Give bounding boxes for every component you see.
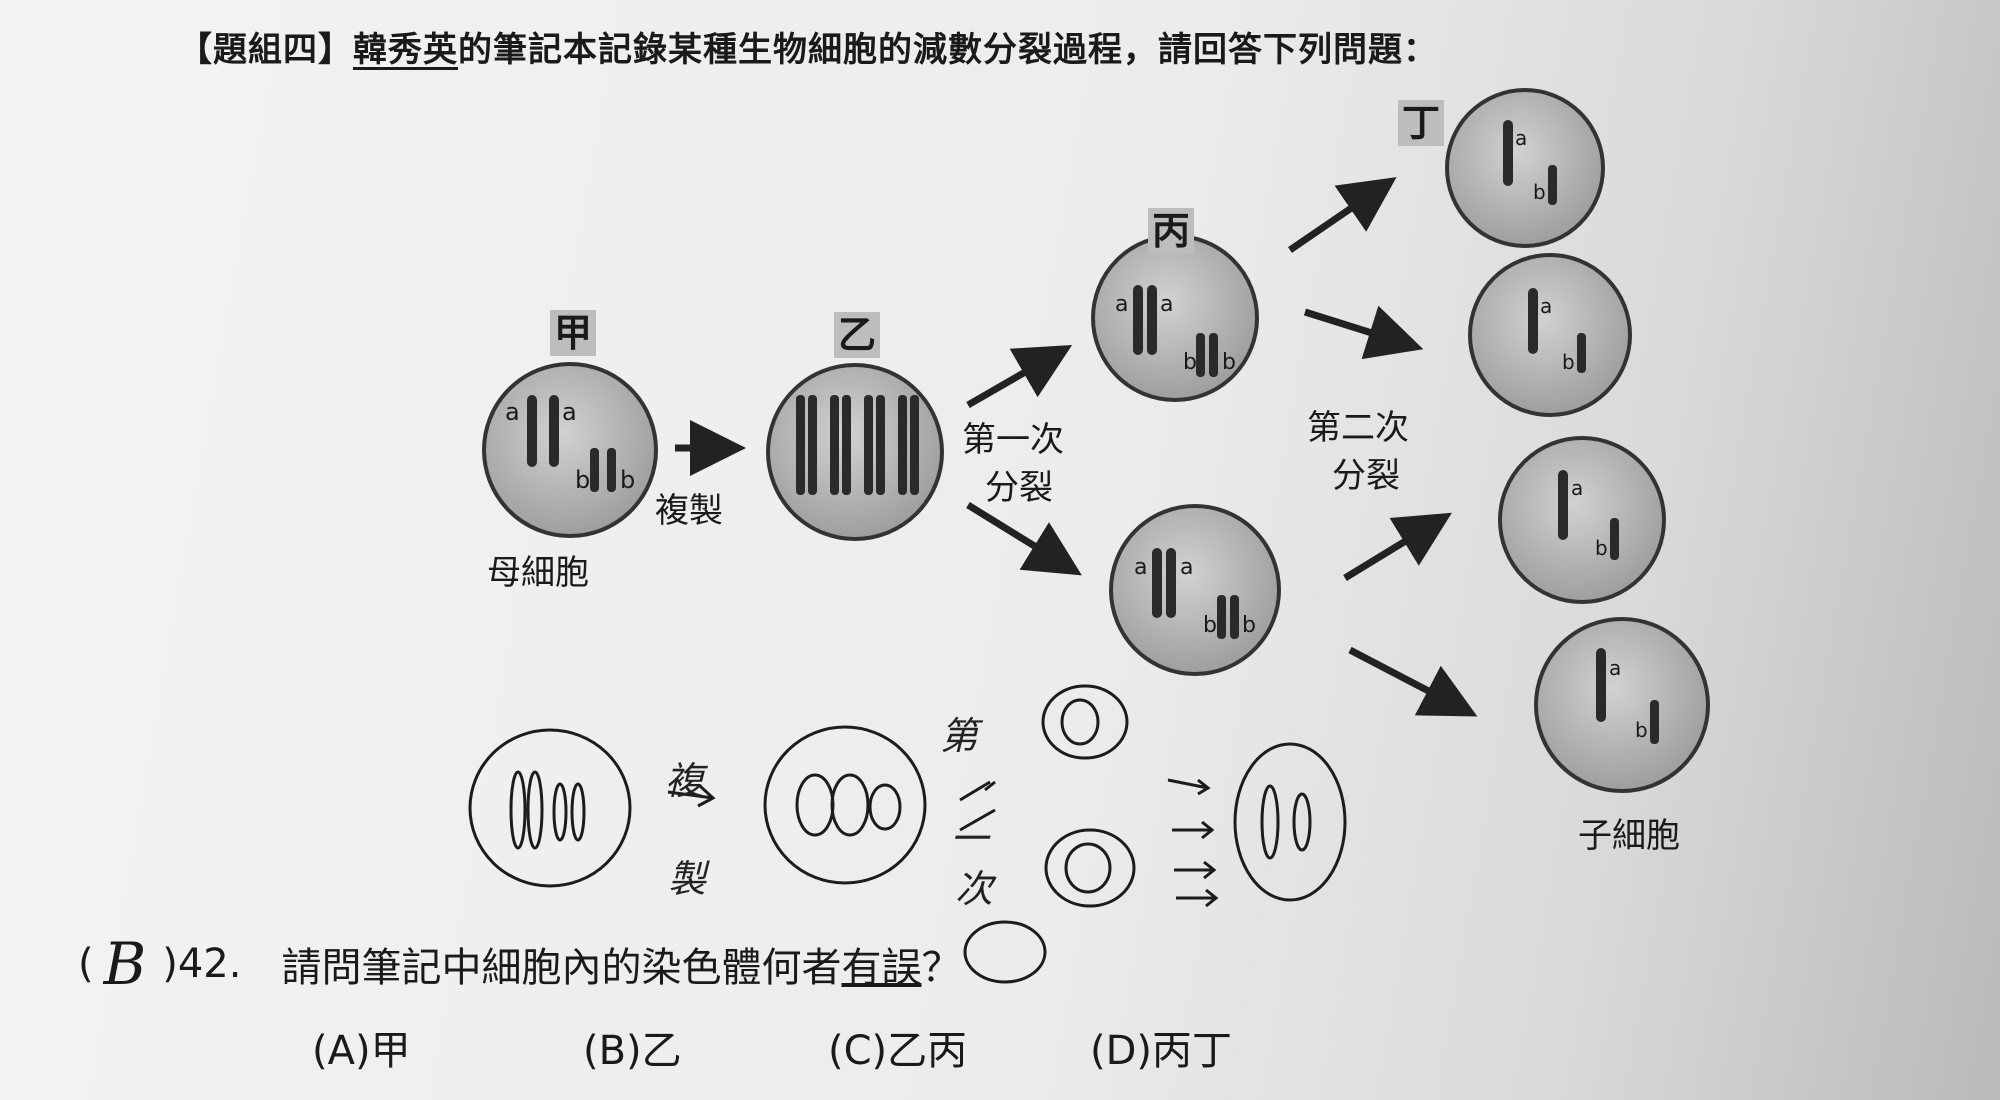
question-stem-pre: 請問筆記中細胞內的染色體何者 — [281, 945, 842, 991]
daughter-cell-label: 子細胞 — [1578, 816, 1680, 856]
allele-a-daughter-2: a — [1540, 294, 1553, 318]
allele-a-daughter-4: a — [1609, 656, 1622, 680]
cell-bing-bottom — [1109, 504, 1281, 676]
question-stem-mark: 有誤 — [841, 945, 922, 991]
allele-b-jia-1: b — [575, 466, 591, 494]
daughter-cell-4 — [1534, 617, 1710, 793]
question-number: )42. — [162, 941, 242, 987]
handwritten-replicate-2: 製 — [668, 857, 707, 901]
allele-a-jia-1: a — [505, 398, 520, 426]
allele-a-bing-bottom-2: a — [1180, 555, 1194, 580]
handwritten-first-2: 一 — [950, 817, 989, 861]
stage-tag-ding: 丁 — [1398, 100, 1445, 146]
option-a[interactable]: (A)甲 — [312, 1028, 411, 1074]
question-42: ( B )42. 請問筆記中細胞內的染色體何者有誤？ — [78, 930, 961, 998]
handwritten-answer: B — [103, 930, 147, 998]
cell-yi — [766, 363, 944, 541]
allele-b-bing-bottom: b — [1203, 613, 1217, 638]
option-b[interactable]: (B)乙 — [583, 1028, 682, 1074]
stage-tag-bing: 丙 — [1148, 208, 1195, 254]
handwritten-first-1: 第 — [940, 714, 979, 758]
question-stem-post: ？ — [921, 945, 962, 991]
stage-tag-yi: 乙 — [834, 312, 881, 358]
daughter-cell-1 — [1445, 88, 1605, 248]
allele-a-jia-2: a — [562, 398, 577, 426]
allele-b-bing-top-2: b — [1222, 350, 1236, 375]
stage-tag-jia: 甲 — [550, 310, 597, 356]
question-stem: 請問筆記中細胞內的染色體何者有誤？ — [281, 935, 961, 993]
cell-bing-top — [1091, 234, 1259, 402]
allele-a-daughter-3: a — [1571, 476, 1584, 500]
allele-b-daughter-3: b — [1595, 536, 1608, 560]
hand-sketch — [468, 684, 1347, 908]
first-division-label-1: 第一次 — [962, 420, 1064, 460]
allele-a-bing-bottom: a — [1134, 555, 1148, 580]
cell-jia — [482, 362, 658, 538]
allele-b-bing-top: b — [1183, 350, 1197, 375]
allele-a-daughter-1: a — [1515, 126, 1528, 150]
arrows — [675, 177, 1478, 717]
daughter-cell-2 — [1468, 253, 1632, 417]
mother-cell-label: 母細胞 — [487, 553, 589, 593]
handwritten-first-3: 次 — [955, 867, 994, 911]
daughter-cell-3 — [1498, 436, 1666, 604]
first-division-label-2: 分裂 — [985, 468, 1053, 508]
second-division-label-1: 第二次 — [1307, 408, 1409, 448]
question-group-header: 【題組四】韓秀英的筆記本記錄某種生物細胞的減數分裂過程，請回答下列問題： — [178, 22, 1438, 71]
allele-a-bing-top: a — [1115, 292, 1129, 317]
second-division-label-2: 分裂 — [1332, 456, 1400, 496]
answer-emphasis-circle — [963, 920, 1047, 984]
allele-a-bing-top-2: a — [1160, 292, 1174, 317]
option-c[interactable]: (C)乙丙 — [828, 1028, 968, 1074]
handwritten-replicate-1: 複 — [665, 759, 704, 803]
allele-b-daughter-1: b — [1533, 180, 1546, 204]
allele-b-daughter-4: b — [1635, 718, 1648, 742]
option-d[interactable]: (D)丙丁 — [1090, 1028, 1233, 1074]
allele-b-bing-bottom-2: b — [1242, 613, 1256, 638]
allele-b-daughter-2: b — [1562, 350, 1575, 374]
header-rest: 的筆記本記錄某種生物細胞的減數分裂過程，請回答下列問題： — [458, 30, 1438, 70]
header-name: 韓秀英 — [353, 30, 458, 70]
allele-b-jia-2: b — [620, 466, 636, 494]
header-prefix: 【題組四】 — [178, 30, 353, 70]
question-open-paren: ( — [78, 941, 94, 987]
replicate-label: 複製 — [655, 491, 723, 531]
